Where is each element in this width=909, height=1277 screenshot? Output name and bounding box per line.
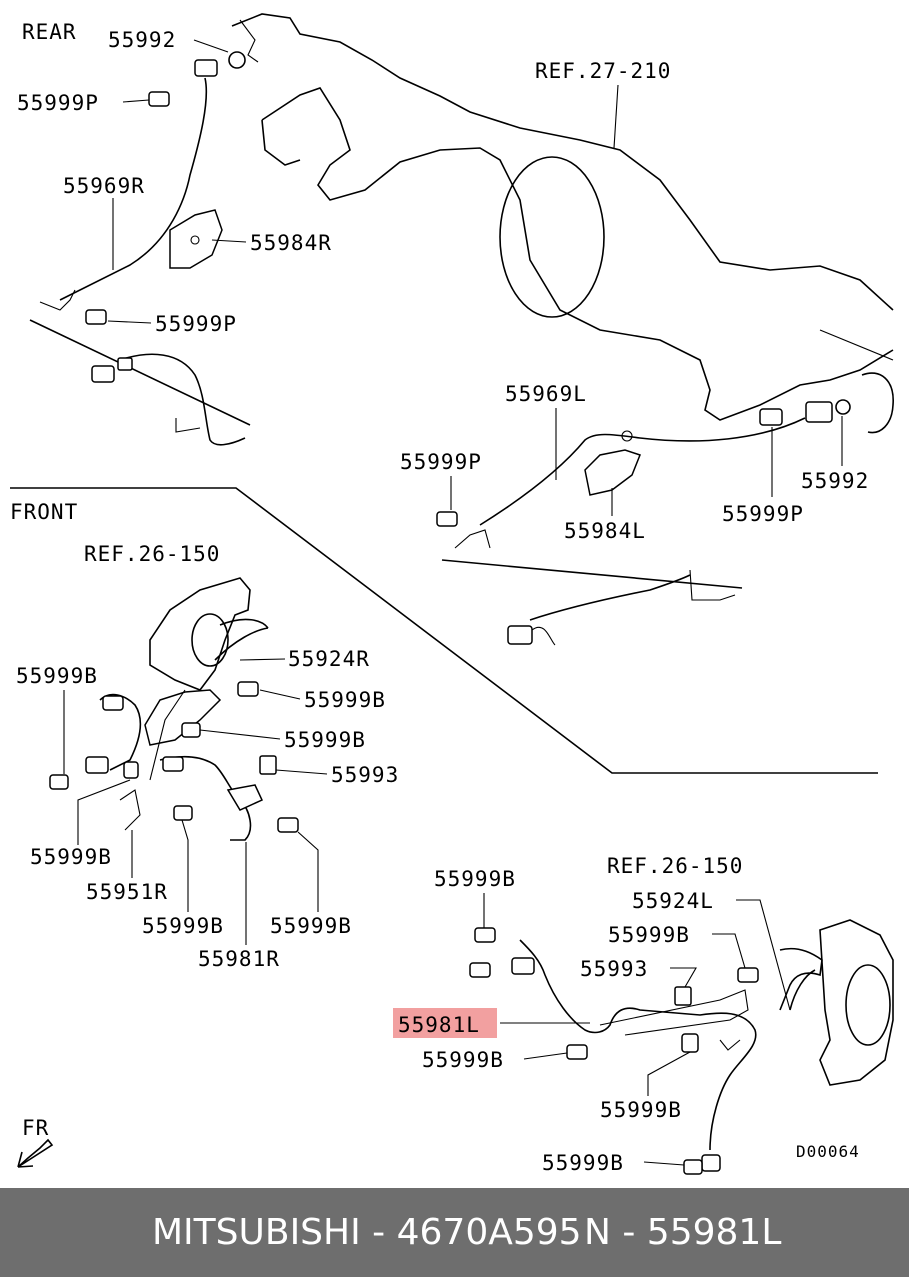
leader-line <box>297 831 319 912</box>
rear-left-harness-graphic <box>29 59 251 446</box>
part-55981l-label[interactable]: 55981L <box>398 1013 480 1037</box>
part-55999p-rear-right-sensor-label[interactable]: 55999P <box>722 502 804 526</box>
section-divider <box>10 487 878 774</box>
part-55951r-label[interactable]: 55951R <box>86 880 168 904</box>
part-55999b-front-left-f-label[interactable]: 55999B <box>270 914 352 938</box>
leader-line <box>199 729 281 740</box>
diagram-code: D00064 <box>796 1142 860 1161</box>
part-55981r-label[interactable]: 55981R <box>198 947 280 971</box>
part-55992-rear-left-label[interactable]: 55992 <box>108 28 176 52</box>
part-55984l-label[interactable]: 55984L <box>564 519 646 543</box>
leader-line <box>736 899 791 1011</box>
part-55999b-front-left-a-label[interactable]: 55999B <box>16 664 98 688</box>
part-55999b-front-right-a-label[interactable]: 55999B <box>434 867 516 891</box>
ref-leader-rear <box>613 84 619 149</box>
leader-line <box>712 933 746 969</box>
part-55999b-front-right-c-label[interactable]: 55999B <box>422 1048 504 1072</box>
leader-line <box>643 1161 685 1166</box>
part-55993-front-right-label[interactable]: 55993 <box>580 957 648 981</box>
leader-line <box>239 658 286 661</box>
leader-line <box>670 967 697 988</box>
parts-diagram: REAR FRONT FR REF.27-210 REF.26-150 REF.… <box>10 13 894 1175</box>
part-55992-rear-right-label[interactable]: 55992 <box>801 469 869 493</box>
part-55924r-label[interactable]: 55924R <box>288 647 370 671</box>
leader-line <box>193 39 229 53</box>
part-55984r-label[interactable]: 55984R <box>250 231 332 255</box>
leader-line <box>275 769 328 775</box>
ref-front-right-knuckle-label: REF.26-150 <box>607 854 743 878</box>
part-55969r-label[interactable]: 55969R <box>63 174 145 198</box>
ref-front-left-knuckle-label: REF.26-150 <box>84 542 220 566</box>
reference-code: N - 55981L <box>584 1212 782 1253</box>
fr-arrow-label: FR <box>22 1116 49 1140</box>
leader-line <box>122 99 150 103</box>
front-left-assembly-graphic <box>49 577 299 841</box>
part-55999b-front-right-e-label[interactable]: 55999B <box>542 1151 624 1175</box>
part-55999b-front-left-c-label[interactable]: 55999B <box>284 728 366 752</box>
part-55999b-front-left-e-label[interactable]: 55999B <box>142 914 224 938</box>
rear-right-harness-graphic <box>436 399 851 646</box>
part-55993-front-left-label[interactable]: 55993 <box>331 763 399 787</box>
leader-line <box>523 1052 568 1060</box>
part-55999b-front-left-d-label[interactable]: 55999B <box>30 845 112 869</box>
brand-part-number: MITSUBISHI - 4670A595 <box>152 1212 582 1253</box>
part-55999b-front-left-b-label[interactable]: 55999B <box>304 688 386 712</box>
part-55999p-rear-right-clip-label[interactable]: 55999P <box>400 450 482 474</box>
part-55969l-label[interactable]: 55969L <box>505 382 587 406</box>
part-55999p-rear-left-clip-label[interactable]: 55999P <box>155 312 237 336</box>
leader-line <box>647 1051 691 1096</box>
leader-line <box>77 779 131 845</box>
highlight-55981l <box>393 1008 497 1038</box>
leader-line <box>181 819 189 912</box>
front-section-label: FRONT <box>10 500 78 524</box>
rear-section-label: REAR <box>22 20 77 44</box>
part-55999b-front-right-d-label[interactable]: 55999B <box>600 1098 682 1122</box>
leader-line <box>107 320 152 324</box>
leader-line <box>259 689 301 700</box>
part-55999p-rear-left-sensor-label[interactable]: 55999P <box>17 91 99 115</box>
fr-arrow-icon <box>17 1138 54 1168</box>
rear-axle-housing <box>228 13 894 434</box>
ref-rear-axle-label: REF.27-210 <box>535 59 671 83</box>
part-55924l-label[interactable]: 55924L <box>632 889 714 913</box>
part-number-footer: MITSUBISHI - 4670A595 N - 55981L <box>0 1188 909 1277</box>
part-55999b-front-right-b-label[interactable]: 55999B <box>608 923 690 947</box>
front-right-assembly-graphic <box>469 919 894 1175</box>
leader-line <box>211 239 247 243</box>
